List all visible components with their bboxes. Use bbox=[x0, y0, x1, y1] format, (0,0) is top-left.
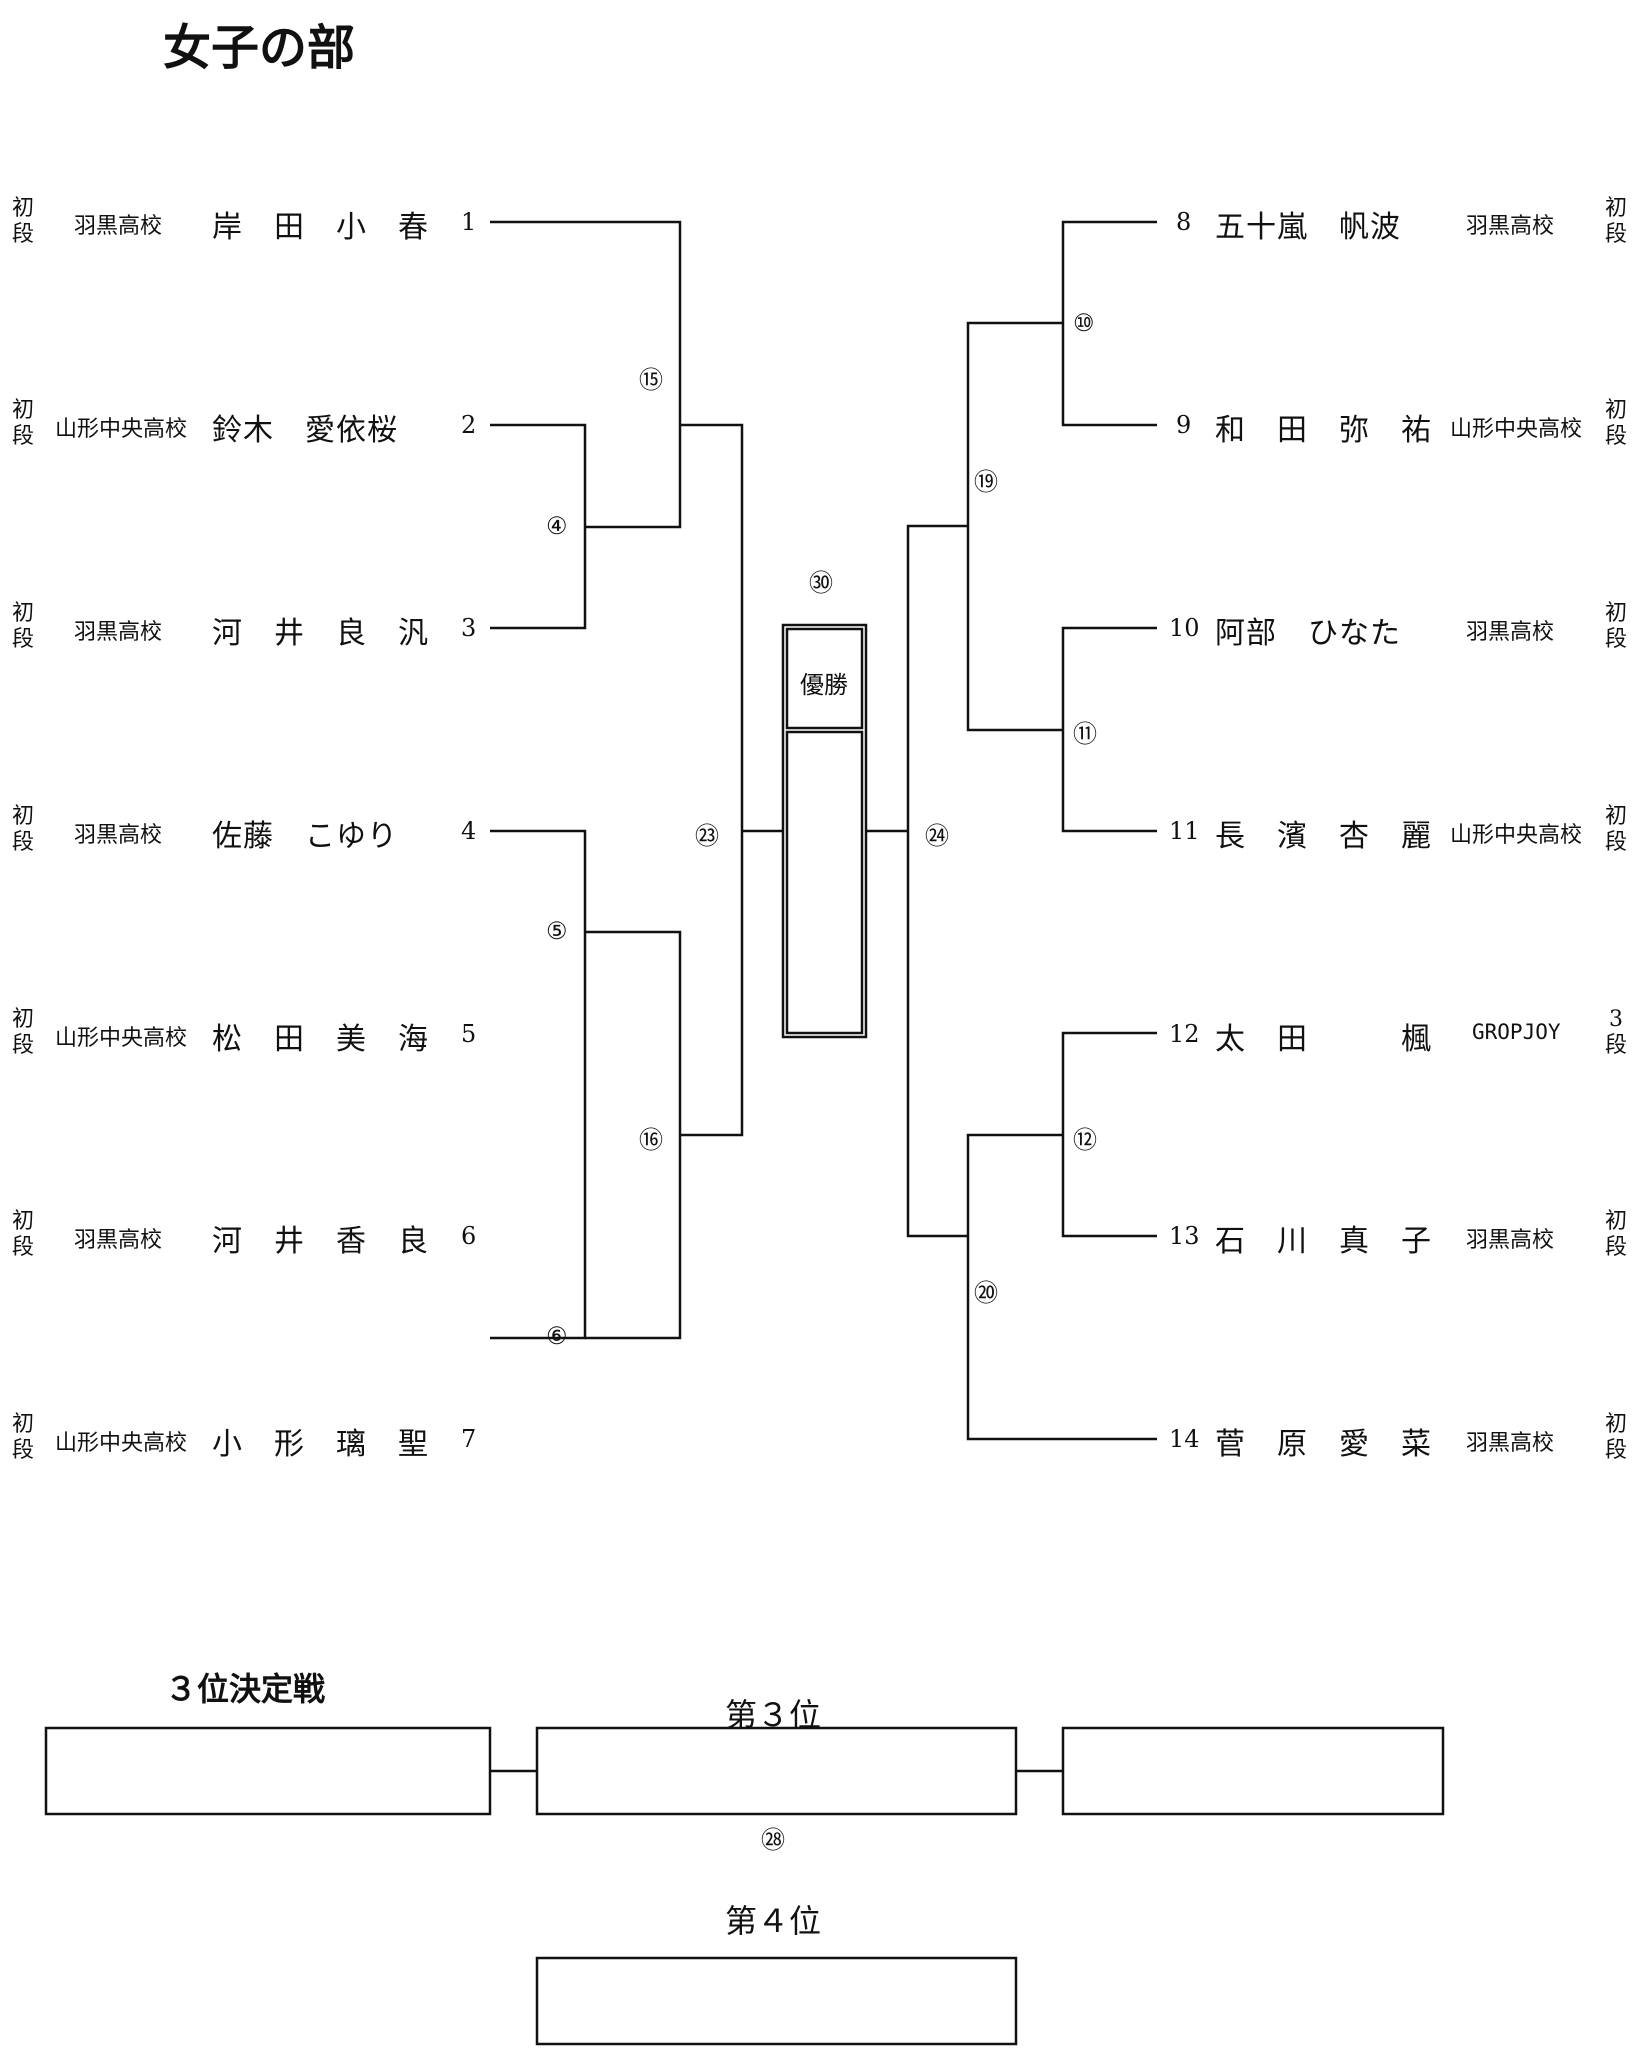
player-number: 8 bbox=[1176, 208, 1192, 236]
match-number-6: ⑥ bbox=[546, 1322, 568, 1350]
player-name: 阿部 ひなた bbox=[1215, 616, 1401, 651]
player-number: 7 bbox=[461, 1425, 477, 1453]
rank: 初段 bbox=[11, 804, 34, 855]
rank: 初段 bbox=[11, 1412, 34, 1463]
player-name: 鈴木 愛依桜 bbox=[212, 413, 398, 448]
school: 山形中央高校 bbox=[1450, 417, 1583, 442]
player-number: 10 bbox=[1169, 614, 1200, 642]
school: GROPJOY bbox=[1472, 1020, 1561, 1044]
match-number-23: ㉓ bbox=[695, 822, 719, 850]
school: 羽黒高校 bbox=[74, 1228, 163, 1253]
player-number: 14 bbox=[1169, 1425, 1200, 1453]
match-number-20: ⑳ bbox=[974, 1279, 998, 1307]
player-name: 菅 原 愛 菜 bbox=[1215, 1427, 1432, 1462]
rank: 初段 bbox=[1604, 196, 1627, 247]
player-number: 9 bbox=[1176, 411, 1192, 439]
rank: 初段 bbox=[1604, 601, 1627, 652]
player-number: 6 bbox=[461, 1222, 477, 1250]
player-number: 11 bbox=[1169, 817, 1200, 845]
fourth-place-label: 第４位 bbox=[725, 1902, 822, 1940]
rank: 初段 bbox=[11, 601, 34, 652]
player-name: 太 田 楓 bbox=[1215, 1022, 1432, 1057]
player-name: 岸 田 小 春 bbox=[212, 210, 429, 245]
champion-label: 優勝 bbox=[800, 671, 848, 699]
player-name: 佐藤 こゆり bbox=[212, 819, 398, 854]
rank: 初段 bbox=[1604, 1209, 1627, 1260]
match-number-24: ㉔ bbox=[925, 822, 949, 850]
match-number-15: ⑮ bbox=[639, 366, 663, 394]
third-place-heading: ３位決定戦 bbox=[165, 1670, 326, 1708]
school: 山形中央高校 bbox=[55, 1431, 188, 1456]
player-name: 五十嵐 帆波 bbox=[1215, 210, 1401, 245]
player-number: 12 bbox=[1169, 1020, 1200, 1048]
school: 山形中央高校 bbox=[55, 417, 188, 442]
player-number: 5 bbox=[461, 1020, 477, 1048]
rank: 初段 bbox=[11, 398, 34, 449]
match-number-5: ⑤ bbox=[546, 917, 568, 945]
page-title: 女子の部 bbox=[163, 20, 356, 76]
rank: 初段 bbox=[11, 196, 34, 247]
match-number-12: ⑫ bbox=[1073, 1126, 1097, 1154]
school: 山形中央高校 bbox=[55, 1026, 188, 1051]
rank: 初段 bbox=[1604, 1412, 1627, 1463]
player-name: 河 井 香 良 bbox=[212, 1224, 429, 1259]
player-name: 石 川 真 子 bbox=[1215, 1224, 1432, 1259]
match-number-19: ⑲ bbox=[974, 468, 998, 496]
player-number: 13 bbox=[1169, 1222, 1200, 1250]
school: 羽黒高校 bbox=[1466, 214, 1555, 239]
third-place-label: 第３位 bbox=[725, 1696, 822, 1734]
player-name: 河 井 良 汎 bbox=[212, 616, 429, 651]
player-name: 和 田 弥 祐 bbox=[1215, 413, 1432, 448]
player-number: 4 bbox=[461, 817, 477, 845]
school: 羽黒高校 bbox=[1466, 1431, 1555, 1456]
player-number: 3 bbox=[461, 614, 477, 642]
rank: 初段 bbox=[11, 1209, 34, 1260]
match-number-4: ④ bbox=[546, 512, 568, 540]
player-name: 松 田 美 海 bbox=[212, 1022, 429, 1057]
match-number-11: ⑪ bbox=[1073, 720, 1097, 748]
school: 羽黒高校 bbox=[1466, 620, 1555, 645]
rank: 初段 bbox=[1604, 398, 1627, 449]
player-name: 小 形 璃 聖 bbox=[212, 1427, 429, 1462]
school: 羽黒高校 bbox=[74, 823, 163, 848]
school: 羽黒高校 bbox=[74, 214, 163, 239]
school: 羽黒高校 bbox=[74, 620, 163, 645]
rank: 初段 bbox=[11, 1007, 34, 1058]
player-number: 1 bbox=[461, 208, 477, 236]
match-number-16: ⑯ bbox=[639, 1126, 663, 1154]
player-number: 2 bbox=[461, 411, 477, 439]
match-number-10: ⑩ bbox=[1073, 309, 1095, 337]
school: 山形中央高校 bbox=[1450, 823, 1583, 848]
match-number-30: ㉚ bbox=[809, 569, 833, 597]
school: 羽黒高校 bbox=[1466, 1228, 1555, 1253]
match-number-28: ㉘ bbox=[761, 1826, 785, 1854]
player-name: 長 濱 杏 麗 bbox=[1215, 819, 1432, 854]
rank: 初段 bbox=[1604, 804, 1627, 855]
